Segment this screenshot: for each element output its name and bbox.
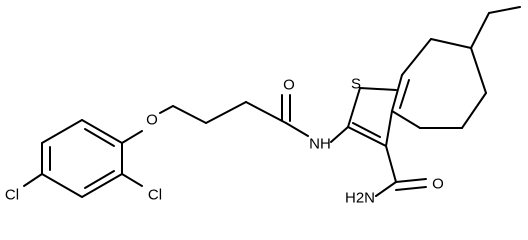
bond-thio-c7a-c3a-inner: [399, 79, 410, 109]
atom-label-cl-para: Cl: [5, 187, 19, 204]
bond-c3-c4: [245, 101, 287, 124]
bond-n-thiophene: [330, 126, 349, 143]
bond-ring-a-4: [41, 173, 83, 198]
atom-label-nh: NH: [309, 136, 331, 153]
atom-label-s: S: [351, 76, 361, 93]
bond-o-c1: [159, 105, 174, 114]
bond-ring-o: [121, 130, 143, 144]
bond-ring-a-6: [41, 119, 83, 144]
bond-cyc-2: [430, 38, 472, 49]
atom-labels: S O O O NH H2N Cl Cl: [5, 76, 444, 207]
bond-ring-a-1: [81, 119, 123, 144]
atom-label-o-carbonyl: O: [283, 77, 295, 94]
atom-label-cl-ortho: Cl: [148, 187, 162, 204]
bond-ring-a-inner-2: [84, 170, 115, 189]
bond-c3-amide-c: [385, 145, 397, 183]
bond-thio-c3-c2-inner: [352, 122, 381, 138]
bond-amide-c-o-2: [395, 186, 427, 191]
bond-cyc-1: [401, 38, 432, 76]
bond-cyc-4: [461, 92, 487, 129]
atom-label-h2n: H2N: [345, 190, 375, 207]
bond-ring-a-inner-1: [84, 128, 115, 147]
bond-cl-para: [23, 173, 43, 187]
bond-cl-ortho: [121, 173, 143, 187]
bond-thio-c2-s: [347, 87, 361, 128]
bond-cyc-3: [470, 47, 487, 94]
bonds: [23, 6, 521, 198]
bond-ethyl-2: [488, 6, 521, 14]
bond-amide-c-n: [375, 181, 397, 197]
bond-thio-c3a-c3: [385, 110, 393, 147]
atom-label-o-amide: O: [432, 176, 444, 193]
atom-label-o-ether: O: [146, 112, 158, 129]
bond-c2-c3: [205, 101, 247, 124]
bond-thio-s-c7a: [359, 87, 397, 91]
bond-cyc-6: [391, 110, 421, 129]
bond-c1-c2: [172, 105, 207, 124]
bond-thio-c3-c2: [347, 126, 387, 147]
molecule-structure-diagram: S O O O NH H2N Cl Cl: [5, 6, 521, 207]
bond-ethyl-1: [470, 12, 490, 49]
bond-thio-c7a-c3a: [391, 74, 403, 112]
bond-c4-n: [285, 122, 309, 137]
bond-amide-c-o-1: [395, 178, 427, 183]
bond-ring-a-3: [81, 173, 123, 198]
